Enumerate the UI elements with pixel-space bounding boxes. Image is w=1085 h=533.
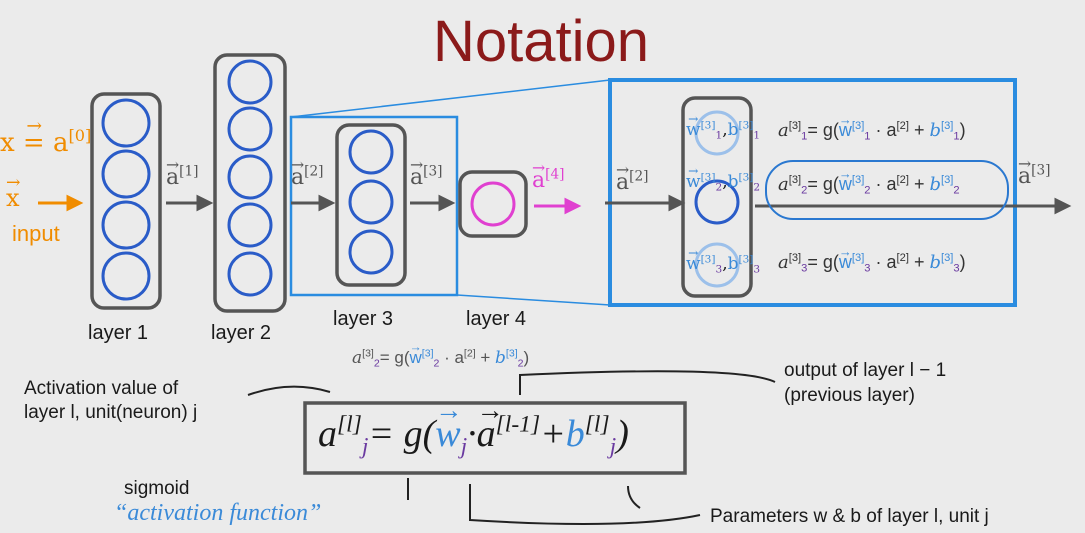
output-prev-note: output of layer l − 1: [784, 360, 947, 381]
layer3-highlight-box: [289, 115, 459, 297]
layer2-neuron: [227, 59, 273, 105]
layer1-label: layer 1: [88, 322, 149, 344]
layer2-neuron: [227, 106, 273, 152]
zoom-output-label: a[3]: [1018, 154, 1050, 189]
zoom-line: [290, 79, 611, 118]
zoom-line: [456, 294, 611, 306]
unit1-equation: a[3]1= g(w[3]1 · a[2] + b[3]1): [778, 112, 966, 142]
layer3-box: [335, 123, 407, 287]
x-input-symbol: x: [6, 173, 20, 212]
layer4-neuron: [470, 181, 516, 227]
pointer-output-prev: [519, 370, 776, 395]
layer2-label: layer 2: [211, 322, 272, 344]
layer3-neuron: [348, 229, 394, 275]
layer1-neuron: [101, 98, 151, 148]
zoomed-layer3-inner-box: [681, 96, 753, 298]
activation-value-note: Activation value of: [24, 378, 179, 399]
layer2-neuron: [227, 251, 273, 297]
layer1-neuron: [101, 251, 151, 301]
x-equals-a0: x = a[0]: [0, 116, 91, 158]
layer3-neuron: [348, 179, 394, 225]
layer3-neuron: [348, 129, 394, 175]
slide-title: Notation: [433, 9, 650, 74]
unit1-params: w[3]1,b[3]1: [686, 112, 760, 140]
parameters-note: Parameters w & b of layer l, unit j: [710, 506, 989, 527]
zoomed-layer3-box: [608, 78, 1017, 307]
output-prev-note-2: (previous layer): [784, 385, 915, 406]
layer1-box: [90, 92, 162, 310]
a3-label: a[3]: [410, 155, 442, 190]
zoomed-neuron-2: [694, 179, 740, 225]
example-equation: a[3]2= g(w[3]2 · a[2] + b[3]2): [352, 340, 529, 368]
layer2-box: [213, 53, 287, 313]
layer4-label: layer 4: [466, 308, 527, 330]
pointer-activation: [247, 385, 331, 396]
a1-label: a[1]: [166, 155, 198, 190]
unit2-equation: a[3]2= g(w[3]2 · a[2] + b[3]2: [778, 166, 960, 196]
layer2-neuron: [227, 202, 273, 248]
unit2-highlight-circle: [765, 160, 1009, 220]
general-equation: a[l]j= g(wj·a[l-1]+b[l]j): [318, 395, 629, 458]
unit3-equation: a[3]3= g(w[3]3 · a[2] + b[3]3): [778, 244, 966, 274]
layer2-neuron: [227, 154, 273, 200]
layer4-box: [458, 170, 528, 238]
activation-value-note-2: layer l, unit(neuron) j: [24, 402, 198, 423]
zoom-input-label: a[2]: [616, 160, 648, 195]
unit2-params: w[3]2,b[3]2: [686, 164, 760, 192]
layer1-neuron: [101, 149, 151, 199]
sigmoid-note: sigmoid: [124, 478, 190, 499]
input-label: input: [12, 221, 60, 246]
layer3-label: layer 3: [333, 308, 394, 330]
layer1-neuron: [101, 200, 151, 250]
unit3-params: w[3]3,b[3]3: [686, 246, 760, 274]
pointer-params-b: [627, 485, 641, 509]
a4-label: a[4]: [532, 158, 564, 193]
pointer-params: [469, 484, 701, 525]
activation-function-note: “activation function”: [114, 500, 322, 526]
a2-label: a[2]: [291, 155, 323, 190]
